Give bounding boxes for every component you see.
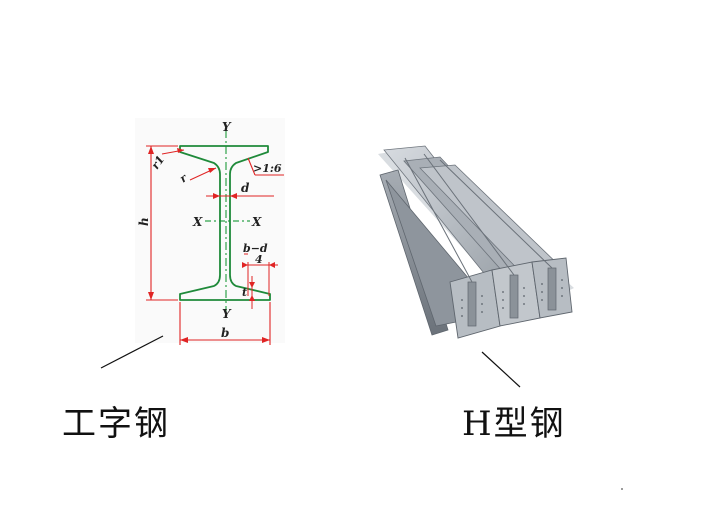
label-four: 4 bbox=[255, 253, 263, 266]
slope-indicator bbox=[247, 157, 284, 176]
label-y-top: Y bbox=[222, 120, 232, 134]
label-d: d bbox=[241, 181, 250, 195]
i-beam-caption: 工字钢 bbox=[62, 404, 170, 444]
label-b: b bbox=[221, 326, 229, 340]
label-y-bottom: Y bbox=[222, 307, 232, 321]
radius-leaders bbox=[161, 148, 217, 181]
flange-quarter-dimension bbox=[242, 253, 278, 296]
flange-thickness-dimension bbox=[249, 276, 255, 309]
web-thickness-dimension bbox=[206, 193, 274, 199]
label-x-right: X bbox=[251, 215, 262, 229]
leader-line-h-beam bbox=[481, 351, 521, 388]
label-r1: r1 bbox=[149, 153, 167, 171]
h-beam-end-face bbox=[449, 257, 573, 339]
h-beam-caption: H型钢 bbox=[462, 404, 566, 444]
h-beam-illustration bbox=[378, 145, 574, 339]
label-x-left: X bbox=[192, 215, 203, 229]
stray-dot bbox=[621, 488, 623, 490]
label-slope: >1:6 bbox=[253, 162, 282, 175]
i-beam-drawing: Y Y X X r1 r >1:6 d h b−d 4 t b bbox=[135, 118, 285, 345]
label-b-minus-d: b−d bbox=[243, 242, 268, 255]
label-h: h bbox=[137, 217, 151, 226]
height-dimension bbox=[146, 145, 178, 301]
leader-line-i-beam bbox=[100, 335, 164, 369]
i-beam-profile bbox=[179, 145, 271, 301]
label-t: t bbox=[242, 286, 247, 299]
width-dimension bbox=[179, 302, 271, 345]
drawing-background bbox=[135, 118, 285, 343]
